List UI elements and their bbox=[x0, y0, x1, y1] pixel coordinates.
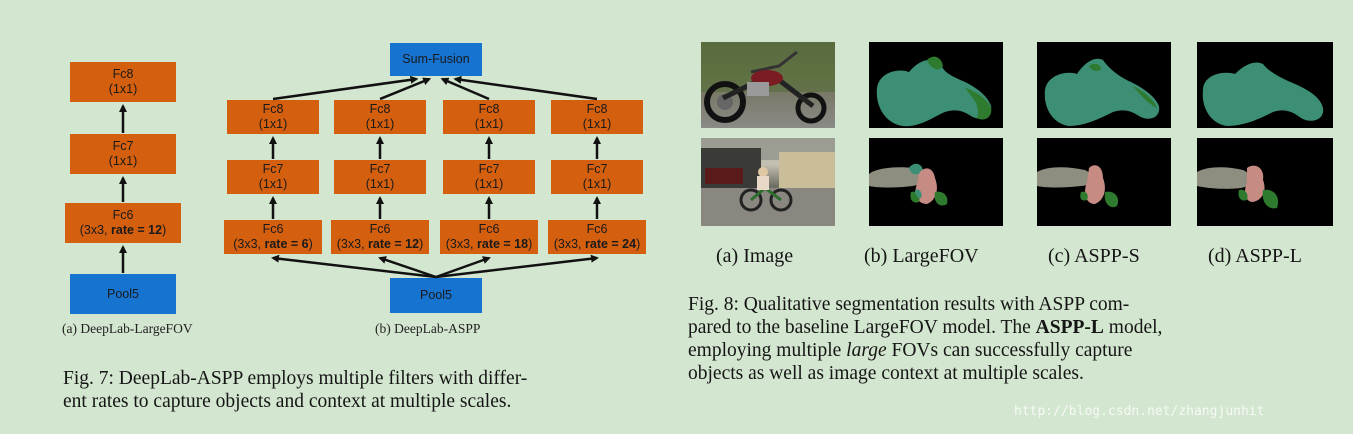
sum-fusion-box: Sum-Fusion bbox=[390, 43, 482, 76]
aspp-branch2-fc6-box: Fc6(3x3, rate = 12) bbox=[331, 220, 429, 254]
caption-line: employing multiple large FOVs can succes… bbox=[688, 340, 1133, 361]
box-label: Fc7 bbox=[112, 139, 134, 153]
aspp-branch3-fc6-box: Fc6(3x3, rate = 18) bbox=[440, 220, 538, 254]
segmentation-mask bbox=[869, 163, 948, 206]
box-label: Fc7 bbox=[369, 162, 391, 176]
box-label: Fc7 bbox=[478, 162, 500, 176]
box-sublabel: (1x1) bbox=[474, 117, 504, 131]
box-label: Fc6 bbox=[369, 222, 391, 236]
box-sublabel: (1x1) bbox=[582, 117, 612, 131]
aspp-l-bold: ASPP-L bbox=[1035, 317, 1104, 338]
box-label: Fc6 bbox=[262, 222, 284, 236]
box-label: Fc8 bbox=[262, 102, 284, 116]
box-sublabel: (3x3, rate = 24) bbox=[553, 237, 641, 251]
box-sublabel: (3x3, rate = 18) bbox=[445, 237, 533, 251]
caption-line: ent rates to capture objects and context… bbox=[63, 391, 512, 412]
fig7-caption: Fig. 7: DeepLab-ASPP employs multiple fi… bbox=[63, 367, 658, 413]
box-sublabel: (1x1) bbox=[108, 82, 138, 96]
box-sublabel: (3x3, rate = 12) bbox=[79, 223, 167, 237]
caption-line: pared to the baseline LargeFOV model. Th… bbox=[688, 317, 1163, 338]
largefov-fc6-box: Fc6 (3x3, rate = 12) bbox=[65, 203, 181, 243]
box-label: Fc8 bbox=[478, 102, 500, 116]
aspp-branch1-fc6-box: Fc6(3x3, rate = 6) bbox=[224, 220, 322, 254]
arrow-pool5-branch3-fc6 bbox=[435, 256, 491, 279]
aspp-branch2-fc8-box: Fc8(1x1) bbox=[334, 100, 426, 134]
box-label: Sum-Fusion bbox=[402, 52, 470, 66]
aspp-branch3-fc7-box: Fc7(1x1) bbox=[443, 160, 535, 194]
box-sublabel: (1x1) bbox=[258, 177, 288, 191]
box-sublabel: (3x3, rate = 6) bbox=[233, 237, 313, 251]
seg-largefov-row1 bbox=[869, 42, 1003, 128]
arrow-branch3-fc8-sum bbox=[440, 77, 490, 101]
segmentation-mask bbox=[876, 56, 992, 127]
seg-largefov-row2 bbox=[869, 138, 1003, 226]
segmentation-mask bbox=[1037, 165, 1119, 208]
segmentation-mask bbox=[1197, 165, 1279, 209]
box-sublabel: (3x3, rate = 12) bbox=[336, 237, 424, 251]
box-label: Fc8 bbox=[369, 102, 391, 116]
box-sublabel: (1x1) bbox=[582, 177, 612, 191]
fig7a-caption: (a) DeepLab-LargeFOV bbox=[62, 321, 193, 336]
caption-line: Fig. 8: Qualitative segmentation results… bbox=[688, 294, 1130, 315]
box-label: Pool5 bbox=[107, 286, 139, 301]
arrow-branch1-fc8-sum bbox=[272, 75, 419, 101]
arrow-pool5-branch2-fc6 bbox=[378, 256, 437, 279]
aspp-branch1-fc7-box: Fc7(1x1) bbox=[227, 160, 319, 194]
caption-aspp-s: (c) ASPP-S bbox=[1048, 245, 1140, 267]
large-italic: large bbox=[846, 340, 887, 361]
caption-aspp-l: (d) ASPP-L bbox=[1208, 245, 1302, 267]
box-label: Fc7 bbox=[262, 162, 284, 176]
box-label: Pool5 bbox=[420, 288, 452, 302]
segmentation-mask bbox=[1044, 58, 1160, 126]
segmentation-mask bbox=[1202, 62, 1324, 126]
caption-line: Fig. 7: DeepLab-ASPP employs multiple fi… bbox=[63, 368, 528, 389]
caption-image: (a) Image bbox=[716, 245, 794, 267]
fig8-caption: Fig. 8: Qualitative segmentation results… bbox=[688, 293, 1318, 385]
box-label: Fc6 bbox=[586, 222, 608, 236]
box-label: Fc6 bbox=[478, 222, 500, 236]
watermark-text: http://blog.csdn.net/zhangjunhit bbox=[1014, 404, 1265, 419]
box-sublabel: (1x1) bbox=[258, 117, 288, 131]
arrow-pool5-branch1-fc6 bbox=[271, 254, 437, 279]
seg-asppl-row2 bbox=[1197, 138, 1333, 226]
bicycle-illustration bbox=[701, 138, 835, 226]
box-label: Fc7 bbox=[586, 162, 608, 176]
box-sublabel: (1x1) bbox=[365, 177, 395, 191]
aspp-branch2-fc7-box: Fc7(1x1) bbox=[334, 160, 426, 194]
arrow-branch4-fc8-sum bbox=[453, 75, 598, 101]
box-label: Fc6 bbox=[112, 208, 134, 222]
aspp-branch1-fc8-box: Fc8(1x1) bbox=[227, 100, 319, 134]
caption-line: objects as well as image context at mult… bbox=[688, 363, 1084, 384]
box-label: Fc8 bbox=[112, 67, 134, 81]
largefov-fc7-box: Fc7 (1x1) bbox=[70, 134, 176, 174]
photo-motorbike bbox=[701, 42, 835, 128]
caption-largefov: (b) LargeFOV bbox=[864, 245, 979, 267]
aspp-branch4-fc8-box: Fc8(1x1) bbox=[551, 100, 643, 134]
aspp-branch4-fc7-box: Fc7(1x1) bbox=[551, 160, 643, 194]
seg-aspps-row2 bbox=[1037, 138, 1171, 226]
arrow-pool5-branch4-fc6 bbox=[435, 254, 599, 279]
box-sublabel: (1x1) bbox=[365, 117, 395, 131]
aspp-pool5-box: Pool5 bbox=[390, 278, 482, 313]
box-label: Fc8 bbox=[586, 102, 608, 116]
seg-asppl-row1 bbox=[1197, 42, 1333, 128]
box-sublabel: (1x1) bbox=[474, 177, 504, 191]
aspp-branch4-fc6-box: Fc6(3x3, rate = 24) bbox=[548, 220, 646, 254]
box-sublabel: (1x1) bbox=[108, 154, 138, 168]
motorbike-illustration bbox=[701, 42, 835, 124]
seg-aspps-row1 bbox=[1037, 42, 1171, 128]
arrow-branch2-fc8-sum bbox=[379, 77, 432, 101]
fig7b-caption: (b) DeepLab-ASPP bbox=[375, 321, 481, 336]
aspp-branch3-fc8-box: Fc8(1x1) bbox=[443, 100, 535, 134]
photo-bicycle bbox=[701, 138, 835, 226]
largefov-pool5-box: Pool5 bbox=[70, 274, 176, 314]
largefov-fc8-box: Fc8 (1x1) bbox=[70, 62, 176, 102]
